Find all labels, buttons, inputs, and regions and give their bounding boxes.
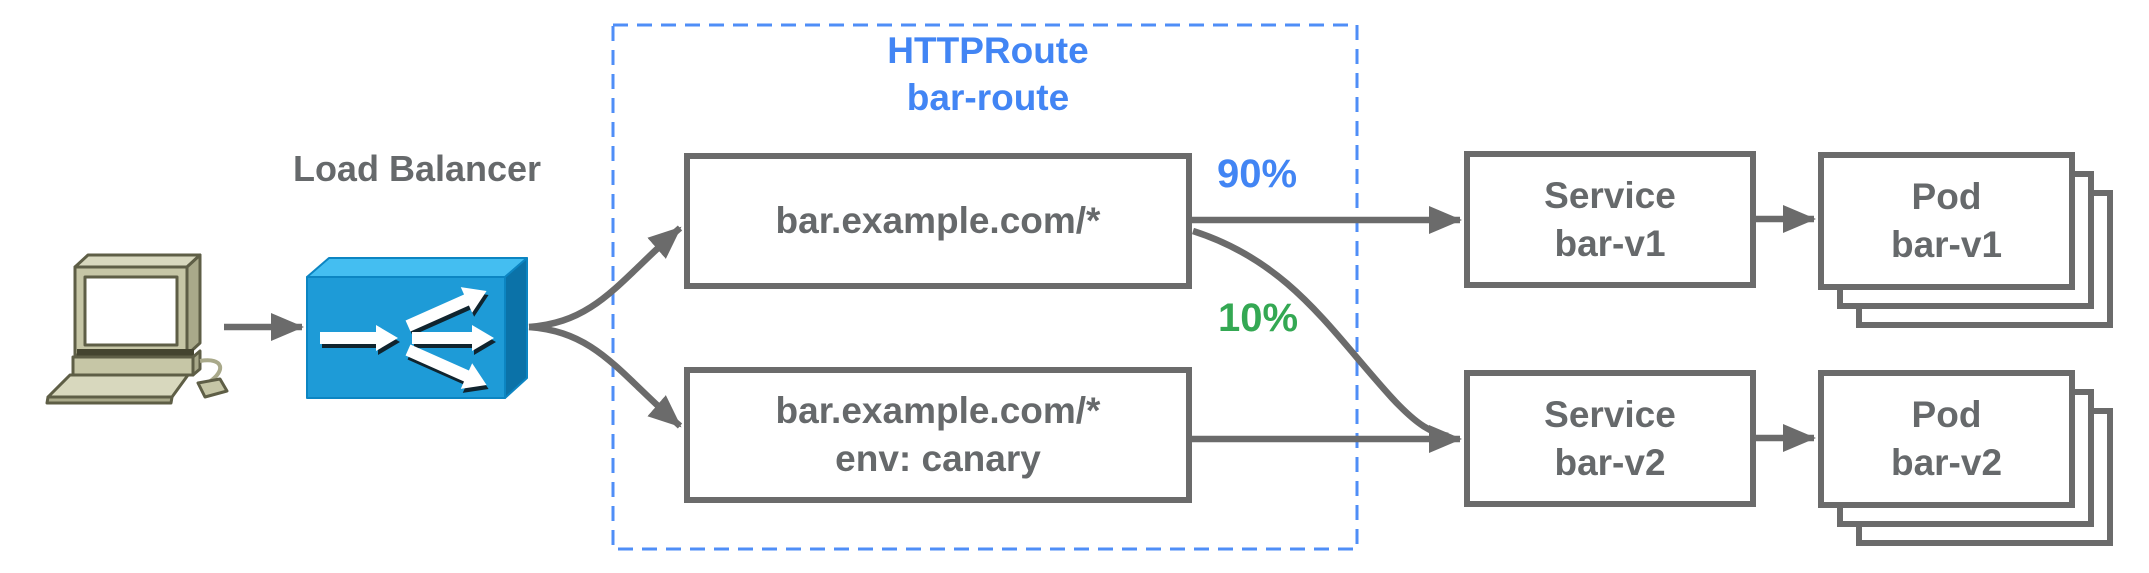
- arrow-load-balancer-to-rule-1: [528, 225, 683, 331]
- weight-label-90: 90%: [1216, 152, 1298, 196]
- httproute-title-block: HTTPRoute bar-route: [738, 27, 1238, 121]
- service-bar-v2-box: Service bar-v2: [1464, 370, 1756, 507]
- load-balancer-label: Load Balancer: [292, 148, 542, 189]
- arrow-load-balancer-to-rule-2: [528, 323, 683, 429]
- desktop-computer-icon: [45, 253, 229, 405]
- route-rule-2-hostname: bar.example.com/*: [775, 390, 1101, 431]
- service-bar-v2-kind: Service: [1544, 393, 1676, 435]
- pod-bar-v2-name: bar-v2: [1890, 442, 2003, 483]
- monitor-front: [73, 265, 189, 357]
- service-bar-v1-name: bar-v1: [1554, 222, 1666, 264]
- lb-fanout-arrows: [320, 278, 496, 402]
- keyboard-front: [45, 395, 174, 405]
- route-rule-1-box: bar.example.com/*: [684, 153, 1192, 289]
- lb-top-face: [306, 257, 528, 278]
- service-bar-v1-box: Service bar-v1: [1464, 151, 1756, 288]
- monitor-side-face: [185, 253, 202, 357]
- monitor-top-face: [73, 253, 202, 269]
- route-rule-2-header-match: env: canary: [835, 438, 1041, 479]
- httproute-name-label: bar-route: [906, 77, 1070, 118]
- monitor-screen: [83, 275, 179, 347]
- pod-bar-v1-name: bar-v1: [1890, 224, 2003, 265]
- load-balancer-icon: [306, 257, 528, 402]
- service-bar-v1-kind: Service: [1544, 174, 1676, 216]
- monitor-base-shadow: [77, 349, 194, 357]
- keyboard-top: [46, 373, 190, 399]
- cpu-side-face: [191, 349, 202, 377]
- cpu-front: [71, 355, 195, 377]
- mouse-cable: [199, 358, 222, 384]
- httproute-kind-label: HTTPRoute: [887, 30, 1089, 71]
- route-rule-1-hostname: bar.example.com/*: [775, 200, 1101, 241]
- pod-bar-v2-kind: Pod: [1911, 394, 1982, 435]
- pod-bar-v2-box: Pod bar-v2: [1818, 370, 2075, 508]
- mouse-body: [196, 377, 229, 399]
- pod-bar-v1-box: Pod bar-v1: [1818, 152, 2075, 290]
- route-rule-2-box: bar.example.com/* env: canary: [684, 367, 1192, 503]
- lb-front-face: [306, 276, 506, 399]
- service-bar-v2-name: bar-v2: [1554, 441, 1666, 483]
- pod-bar-v1-kind: Pod: [1911, 176, 1982, 217]
- weight-label-10: 10%: [1217, 296, 1299, 340]
- lb-side-face: [504, 257, 528, 399]
